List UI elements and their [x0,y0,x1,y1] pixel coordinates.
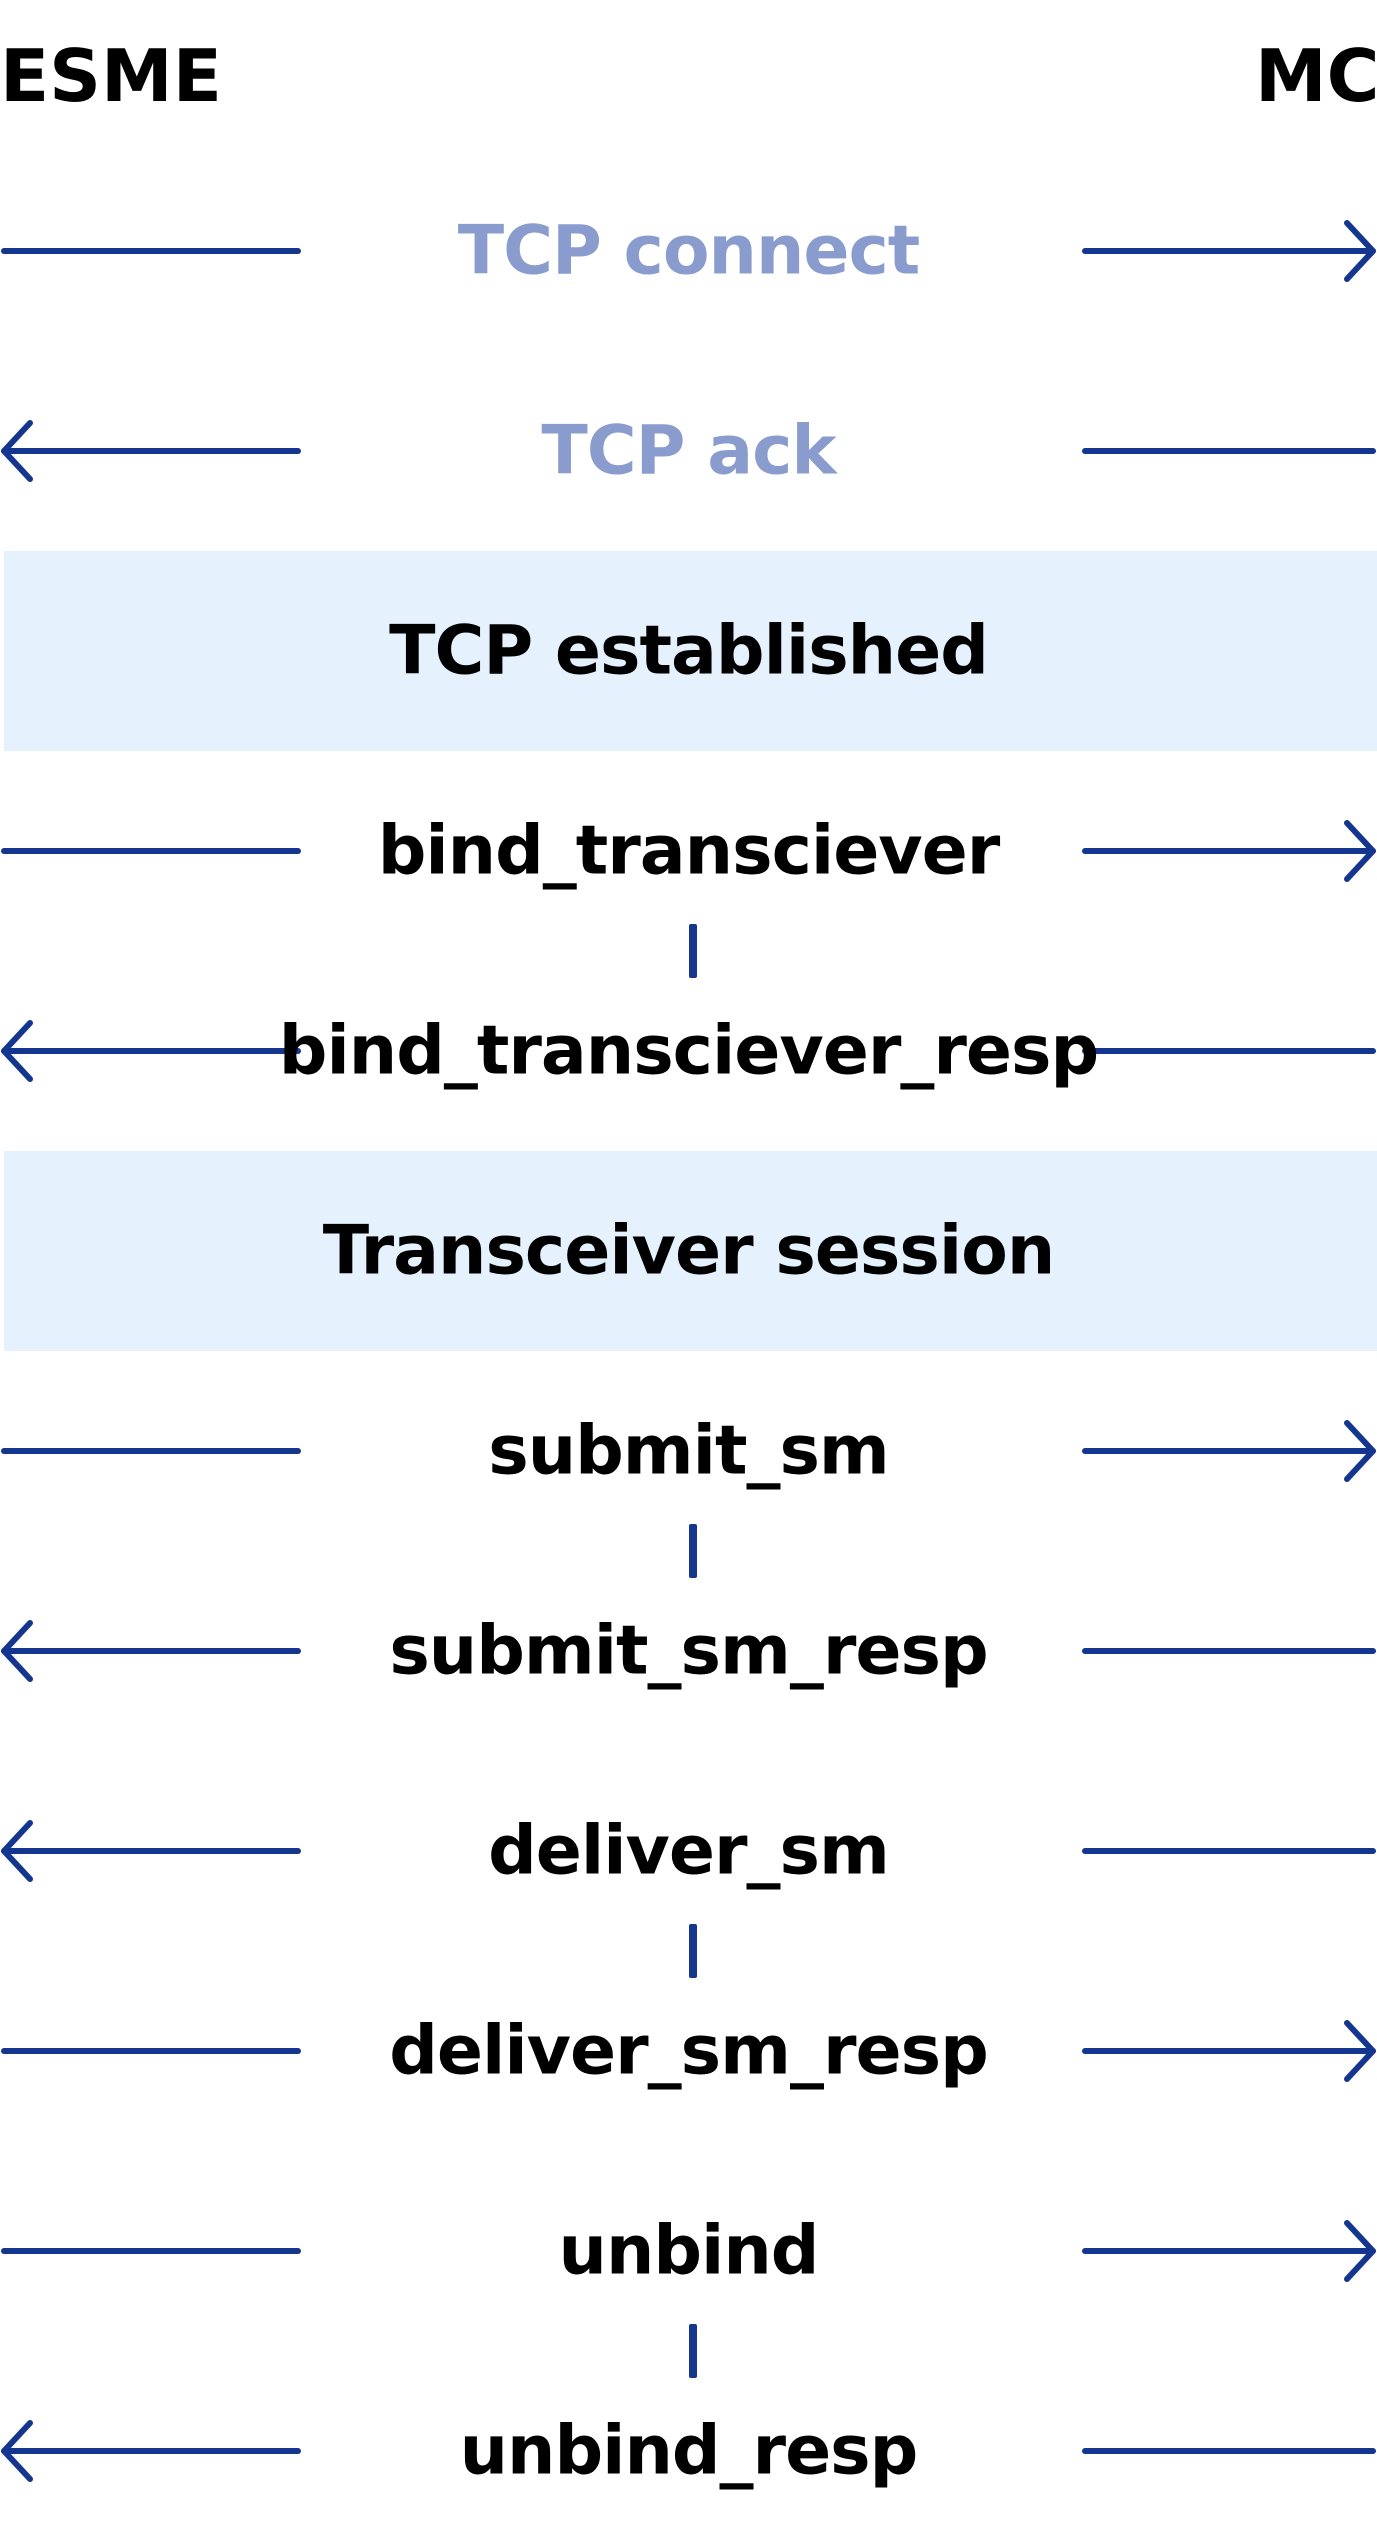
message-row: TCP connect [0,151,1377,351]
message-arrow [1,1820,1376,1882]
request-response-connector [689,1924,697,1978]
message-row: deliver_sm_resp [0,1951,1377,2151]
request-response-connector [689,2324,697,2378]
message-label: deliver_sm_resp [389,2011,989,2091]
message-arrow [1,2420,1376,2482]
message-arrow [1,220,1376,282]
phase-label: Transceiver session [322,1211,1056,1291]
message-row: bind_transciever_resp [0,951,1377,1151]
message-row: deliver_sm [0,1751,1377,1951]
actor-mc: MC [1255,34,1377,118]
message-arrow [1,1020,1376,1082]
message-arrow [1,2220,1376,2282]
message-arrow [1,1620,1376,1682]
message-arrow [1,420,1376,482]
message-label: deliver_sm [488,1811,890,1891]
message-row: submit_sm_resp [0,1551,1377,1751]
message-label: TCP connect [457,211,921,291]
message-label: bind_transciever_resp [278,1011,1099,1091]
message-label: submit_sm_resp [389,1611,988,1691]
arrowhead-left-icon [1,420,33,482]
arrowhead-right-icon [1344,2020,1376,2082]
message-label: TCP ack [541,411,836,491]
arrowhead-left-icon [1,1820,33,1882]
arrowhead-right-icon [1344,2220,1376,2282]
arrowhead-left-icon [1,2420,33,2482]
message-label: unbind_resp [459,2411,919,2491]
message-row: unbind [0,2151,1377,2351]
request-response-connector [689,1524,697,1578]
message-label: unbind [558,2211,820,2291]
arrowhead-left-icon [1,1620,33,1682]
message-row: bind_transciever [0,751,1377,951]
message-arrow [1,2020,1376,2082]
message-row: submit_sm [0,1351,1377,1551]
request-response-connector [689,924,697,978]
message-arrow [1,1420,1376,1482]
message-label: bind_transciever [377,811,1001,891]
arrowhead-right-icon [1344,1420,1376,1482]
message-row: TCP ack [0,351,1377,551]
actor-esme: ESME [0,34,222,118]
phase-band: TCP established [4,551,1377,751]
phase-band: Transceiver session [4,1151,1377,1351]
phase-label: TCP established [389,611,989,691]
arrowhead-left-icon [1,1020,33,1082]
message-row: unbind_resp [0,2351,1377,2548]
arrowhead-right-icon [1344,820,1376,882]
message-arrow [1,820,1376,882]
message-label: submit_sm [488,1411,890,1491]
arrowhead-right-icon [1344,220,1376,282]
